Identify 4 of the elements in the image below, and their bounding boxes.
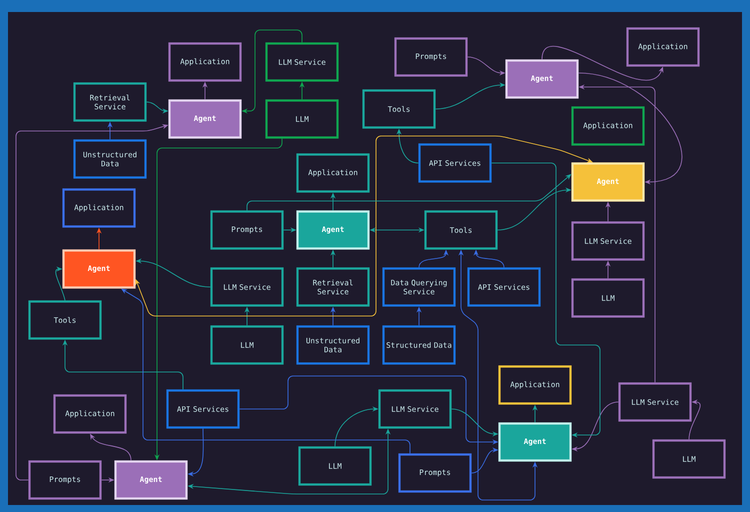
arrow [578, 72, 682, 185]
arrow [55, 266, 66, 301]
arrow [542, 46, 664, 81]
arrow [491, 162, 600, 438]
